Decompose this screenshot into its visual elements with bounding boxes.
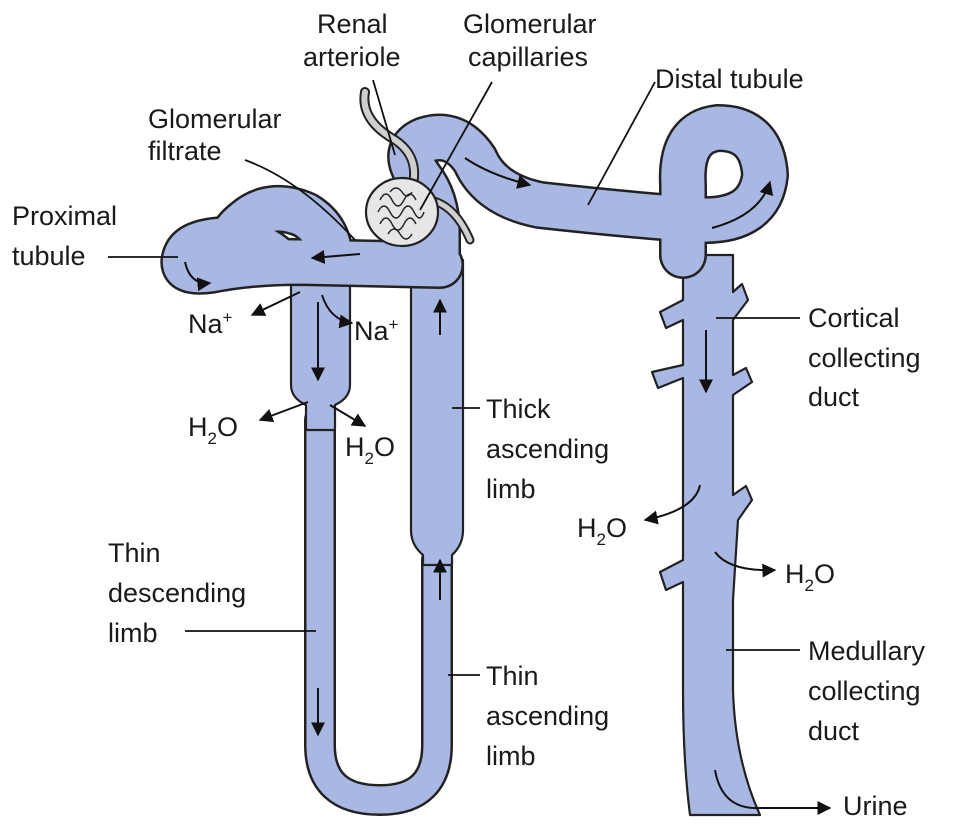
label-renal-arteriole-2: arteriole [303,42,401,72]
label-na-left: Na+ [188,308,233,339]
label-urine: Urine [843,791,908,821]
label-h2o-left: H2O [188,412,238,448]
label-glomerular-filtrate-2: filtrate [148,136,222,166]
label-glomerular-filtrate-1: Glomerular [148,104,282,134]
label-h2o-duct-right: H2O [785,559,835,595]
label-renal-arteriole-1: Renal [317,9,388,39]
label-thin-descending-1: Thin [108,538,161,568]
label-thick-ascending-3: limb [486,474,536,504]
leader-distal-tubule [588,82,655,205]
label-cortical-duct-3: duct [808,382,860,412]
h2o-arrow-left-1 [260,402,308,420]
label-thick-ascending-2: ascending [486,434,609,464]
thick-ascending-limb-shape [411,260,463,565]
leader-renal-arteriole [373,80,395,155]
label-thick-ascending-1: Thick [486,394,551,424]
label-glomerular-capillaries-2: capillaries [468,42,588,72]
label-proximal-tubule-1: Proximal [12,201,117,231]
label-na-right: Na+ [354,315,399,346]
label-thin-descending-2: descending [108,578,246,608]
label-h2o-duct-left: H2O [577,513,627,549]
label-thin-ascending-2: ascending [486,701,609,731]
label-thin-ascending-3: limb [486,741,536,771]
label-medullary-duct-3: duct [808,716,860,746]
label-cortical-duct-1: Cortical [808,303,900,333]
label-h2o-right: H2O [345,432,395,468]
label-glomerular-capillaries-1: Glomerular [463,9,597,39]
label-distal-tubule: Distal tubule [655,64,804,94]
label-thin-ascending-1: Thin [486,661,539,691]
descending-taper [291,280,350,430]
label-cortical-duct-2: collecting [808,343,921,373]
label-medullary-duct-2: collecting [808,676,921,706]
label-proximal-tubule-2: tubule [12,241,86,271]
label-medullary-duct-1: Medullary [808,636,926,666]
upper-tubule [184,128,765,271]
label-thin-descending-3: limb [108,618,158,648]
